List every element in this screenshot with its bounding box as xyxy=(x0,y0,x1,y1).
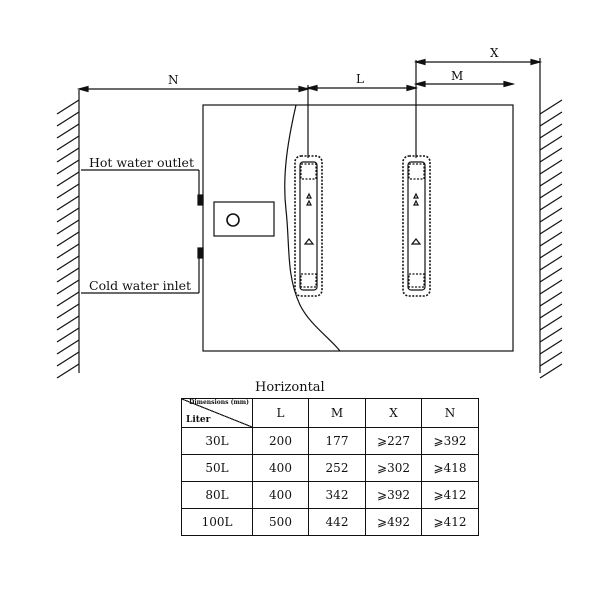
table-corner-cell: Dimensions (mm) Liter xyxy=(181,398,253,428)
hatch-line xyxy=(56,327,80,343)
liter-cell: 100L xyxy=(181,508,253,536)
indicator-knob xyxy=(226,213,240,227)
dim-label-X: X xyxy=(490,46,499,60)
cutaway-line xyxy=(284,104,341,352)
bracket-left xyxy=(294,155,323,297)
hatch-line xyxy=(539,123,563,139)
corner-liter-label: Liter xyxy=(186,415,211,425)
value-cell: ⩾418 xyxy=(421,454,479,482)
hatch-line xyxy=(539,279,563,295)
column-header: X xyxy=(365,398,422,428)
table-row: 100L 500 442 ⩾492 ⩾412 xyxy=(181,508,479,536)
hatch-line xyxy=(56,363,80,379)
dim-label-L: L xyxy=(356,72,364,86)
hot-outlet-pipe xyxy=(197,194,204,206)
hatch-line xyxy=(539,195,563,211)
liter-cell: 80L xyxy=(181,481,253,509)
value-cell: ⩾392 xyxy=(365,481,422,509)
hatch-line xyxy=(539,135,563,151)
hatch-line xyxy=(56,183,80,199)
hatch-line xyxy=(539,99,563,115)
hatch-line xyxy=(539,351,563,367)
table-row: 50L 400 252 ⩾302 ⩾418 xyxy=(181,454,479,482)
hatch-line xyxy=(539,267,563,283)
column-header: L xyxy=(252,398,309,428)
hatch-line xyxy=(56,195,80,211)
hatch-line xyxy=(56,159,80,175)
value-cell: 252 xyxy=(308,454,366,482)
hatch-line xyxy=(56,291,80,307)
hatch-line xyxy=(56,123,80,139)
value-cell: 400 xyxy=(252,454,309,482)
hatch-line xyxy=(56,267,80,283)
corner-dimensions-label: Dimensions (mm) xyxy=(189,399,249,406)
heater-body xyxy=(202,104,514,352)
hatch-line xyxy=(539,111,563,127)
hatch-line xyxy=(56,279,80,295)
dim-label-M: M xyxy=(451,69,464,83)
column-header: M xyxy=(308,398,366,428)
hot-outlet-label: Hot water outlet xyxy=(89,155,194,170)
hatch-line xyxy=(56,171,80,187)
hatch-line xyxy=(539,171,563,187)
left-wall-hatch xyxy=(56,99,80,379)
cold-inlet-pipe xyxy=(197,247,204,259)
column-header: N xyxy=(421,398,479,428)
hatch-line xyxy=(56,147,80,163)
right-wall-hatch xyxy=(539,99,563,379)
table-row: 30L 200 177 ⩾227 ⩾392 xyxy=(181,427,479,455)
hatch-line xyxy=(539,243,563,259)
hatch-line xyxy=(56,255,80,271)
bracket-right xyxy=(402,155,431,297)
hatch-line xyxy=(539,207,563,223)
hatch-line xyxy=(539,339,563,355)
hatch-line xyxy=(539,159,563,175)
hatch-line xyxy=(539,183,563,199)
hatch-line xyxy=(539,147,563,163)
value-cell: 500 xyxy=(252,508,309,536)
hatch-line xyxy=(56,111,80,127)
value-cell: ⩾412 xyxy=(421,508,479,536)
hatch-line xyxy=(539,231,563,247)
hatch-line xyxy=(56,303,80,319)
value-cell: 400 xyxy=(252,481,309,509)
table-row: 80L 400 342 ⩾392 ⩾412 xyxy=(181,481,479,509)
hatch-line xyxy=(539,255,563,271)
hatch-line xyxy=(56,351,80,367)
hatch-line xyxy=(56,231,80,247)
value-cell: 442 xyxy=(308,508,366,536)
hatch-line xyxy=(56,135,80,151)
hatch-line xyxy=(539,315,563,331)
hatch-line xyxy=(56,243,80,259)
value-cell: ⩾302 xyxy=(365,454,422,482)
value-cell: ⩾227 xyxy=(365,427,422,455)
value-cell: ⩾492 xyxy=(365,508,422,536)
value-cell: 177 xyxy=(308,427,366,455)
hatch-line xyxy=(56,207,80,223)
dimension-table: Dimensions (mm) Liter L M X N 30L 200 17… xyxy=(181,398,479,536)
table-title: Horizontal xyxy=(255,380,325,395)
hatch-line xyxy=(539,291,563,307)
value-cell: ⩾412 xyxy=(421,481,479,509)
hatch-line xyxy=(56,99,80,115)
value-cell: 342 xyxy=(308,481,366,509)
dim-label-N: N xyxy=(168,73,179,87)
hatch-line xyxy=(56,219,80,235)
liter-cell: 30L xyxy=(181,427,253,455)
hatch-line xyxy=(56,315,80,331)
table-header-row: Dimensions (mm) Liter L M X N xyxy=(181,398,479,428)
liter-cell: 50L xyxy=(181,454,253,482)
cold-inlet-label: Cold water inlet xyxy=(89,278,192,293)
value-cell: ⩾392 xyxy=(421,427,479,455)
hatch-line xyxy=(56,339,80,355)
hatch-line xyxy=(539,363,563,379)
hatch-line xyxy=(539,327,563,343)
control-panel xyxy=(213,201,275,237)
value-cell: 200 xyxy=(252,427,309,455)
hatch-line xyxy=(539,219,563,235)
hatch-line xyxy=(539,303,563,319)
